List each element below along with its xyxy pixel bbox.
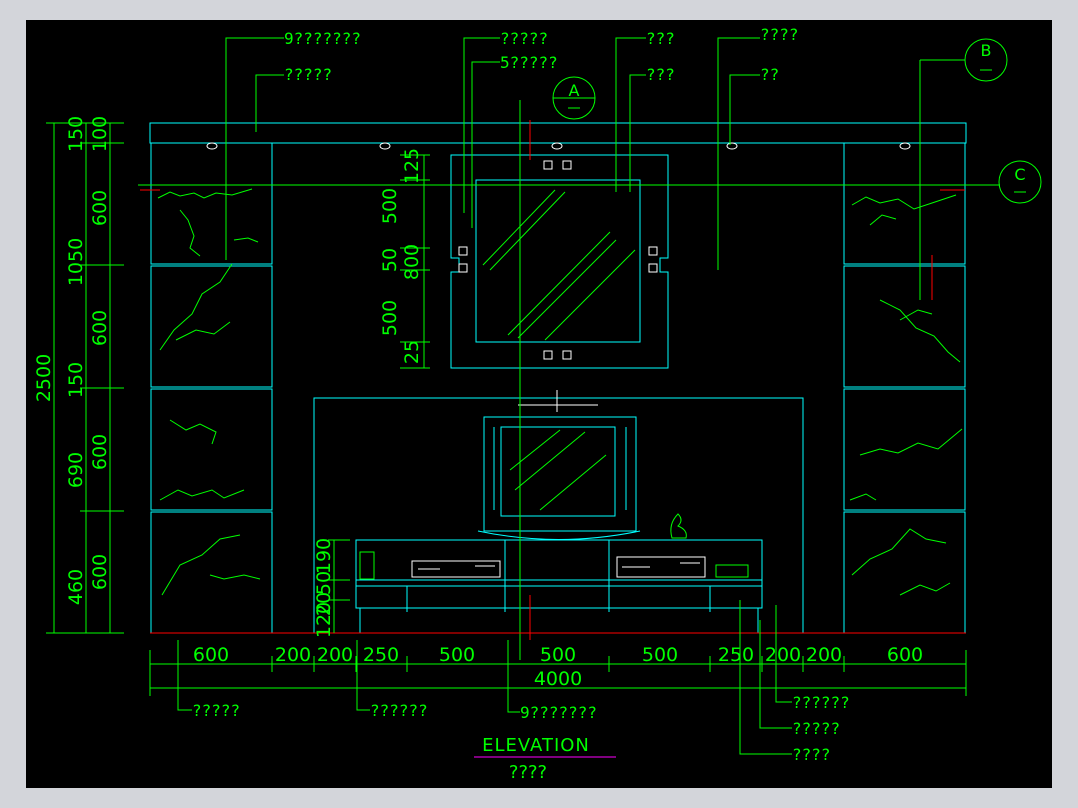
dim-left-inner-1: 100 — [89, 116, 111, 152]
dvd-player-right — [616, 556, 706, 578]
callout-top-8: ?? — [760, 65, 779, 84]
dim-bottom-6: 500 — [642, 644, 678, 666]
section-marker-b: B — [919, 38, 1008, 300]
tv-stand — [477, 530, 641, 540]
dim-bottom-4: 500 — [439, 644, 475, 666]
mirror-glass — [475, 179, 641, 343]
dim-left-inner-5: 600 — [89, 554, 111, 590]
left-panel-4 — [150, 511, 273, 634]
dim-left-inner-2: 600 — [89, 190, 111, 226]
dim-mirror-3: 800 — [401, 244, 423, 280]
dim-left-outer-3: 460 — [65, 569, 87, 605]
dim-bottom-7: 250 — [718, 644, 754, 666]
tv-screen — [500, 426, 616, 517]
section-lines — [138, 100, 1000, 660]
section-marker-a: A — [552, 76, 596, 120]
dim-mirror-4: 500 — [379, 300, 401, 336]
mirror-frame — [450, 154, 669, 369]
marble-veins — [157, 188, 963, 596]
right-panel-4 — [843, 511, 966, 634]
dim-mirror-1: 500 — [379, 188, 401, 224]
tv-body — [483, 416, 637, 532]
dim-cabinet-2: 20 — [313, 592, 335, 616]
mirror-reflection-lines — [482, 189, 636, 511]
dim-left-inner-4: 600 — [89, 434, 111, 470]
dim-mirror-0: 125 — [401, 148, 423, 184]
dim-left-inner-0: 150 — [65, 116, 87, 152]
section-marker-c: C — [998, 160, 1042, 204]
ceiling-lights — [206, 142, 911, 150]
mirror-clips — [458, 160, 658, 360]
tv-cabinet — [355, 539, 763, 609]
left-panel-1 — [150, 142, 273, 265]
dim-bottom-1: 200 — [275, 644, 311, 666]
left-panel-2 — [150, 265, 273, 388]
title-main: ELEVATION — [482, 735, 590, 756]
callout-top-5: ??? — [646, 29, 675, 48]
dim-left-outer-2: 690 — [65, 452, 87, 488]
dim-bottom-8: 200 — [765, 644, 801, 666]
dvd-player-left — [411, 560, 501, 578]
dim-bottom-5: 500 — [540, 644, 576, 666]
dim-bottom-0: 600 — [193, 644, 229, 666]
dim-bottom-2: 200 — [317, 644, 353, 666]
dim-bottom-10: 600 — [887, 644, 923, 666]
dim-mirror-5: 25 — [401, 340, 423, 364]
callout-top-3: ????? — [500, 29, 548, 48]
dim-left-inner-3: 600 — [89, 310, 111, 346]
bottom-dimension-lines — [149, 650, 967, 696]
dim-total-height: 2500 — [33, 354, 55, 402]
callout-bottom-5: ????? — [792, 719, 840, 738]
marker-a-label: A — [569, 81, 580, 100]
callout-bottom-1: ????? — [192, 701, 240, 720]
left-dimension-text: 2500 1050 150 690 460 150 100 600 600 60… — [33, 116, 423, 638]
dim-total-width: 4000 — [534, 668, 582, 690]
accent-marks — [140, 120, 966, 640]
dim-mirror-2: 50 — [379, 248, 401, 272]
dim-cabinet-3: 120 — [313, 602, 335, 638]
elevation-drawing: A B C 9??????? ????? ????? 5????? ??? — [33, 25, 1042, 783]
callout-bottom-4: ?????? — [792, 693, 850, 712]
title-sub: ???? — [509, 762, 547, 783]
dim-left-outer-1: 150 — [65, 362, 87, 398]
dim-bottom-3: 250 — [363, 644, 399, 666]
dim-cabinet-1: 50 — [313, 571, 335, 595]
right-panel-3 — [843, 388, 966, 511]
left-panel-3 — [150, 388, 273, 511]
callout-top-1: 9??????? — [284, 29, 361, 48]
right-panel-2 — [843, 265, 966, 388]
left-dimension-lines — [46, 122, 430, 634]
marker-c-label: C — [1014, 165, 1025, 184]
cabinet-equipment — [359, 390, 749, 580]
callout-top-2: ????? — [284, 65, 332, 84]
callout-bottom-6: ???? — [792, 745, 831, 764]
callout-top-7: ???? — [760, 25, 799, 44]
bottom-dimension-text: 600 200 200 250 500 500 500 250 200 200 … — [193, 644, 923, 690]
wall-structure — [149, 122, 967, 634]
callout-top-4: 5????? — [500, 53, 558, 72]
callout-labels: 9??????? ????? ????? 5????? ??? ??? ????… — [192, 25, 850, 764]
callout-bottom-3: 9??????? — [520, 703, 597, 722]
callout-bottom-2: ?????? — [370, 701, 428, 720]
callout-top-6: ??? — [646, 65, 675, 84]
cad-drawing-viewport[interactable]: A B C 9??????? ????? ????? 5????? ??? — [26, 20, 1052, 788]
drawing-title: ELEVATION ???? — [474, 735, 616, 783]
leader-lines — [177, 37, 792, 755]
dim-cabinet-0: 190 — [313, 538, 335, 574]
dim-left-outer-0: 1050 — [65, 238, 87, 286]
bird-ornament — [670, 513, 687, 539]
dim-bottom-9: 200 — [806, 644, 842, 666]
marker-b-label: B — [981, 41, 992, 60]
